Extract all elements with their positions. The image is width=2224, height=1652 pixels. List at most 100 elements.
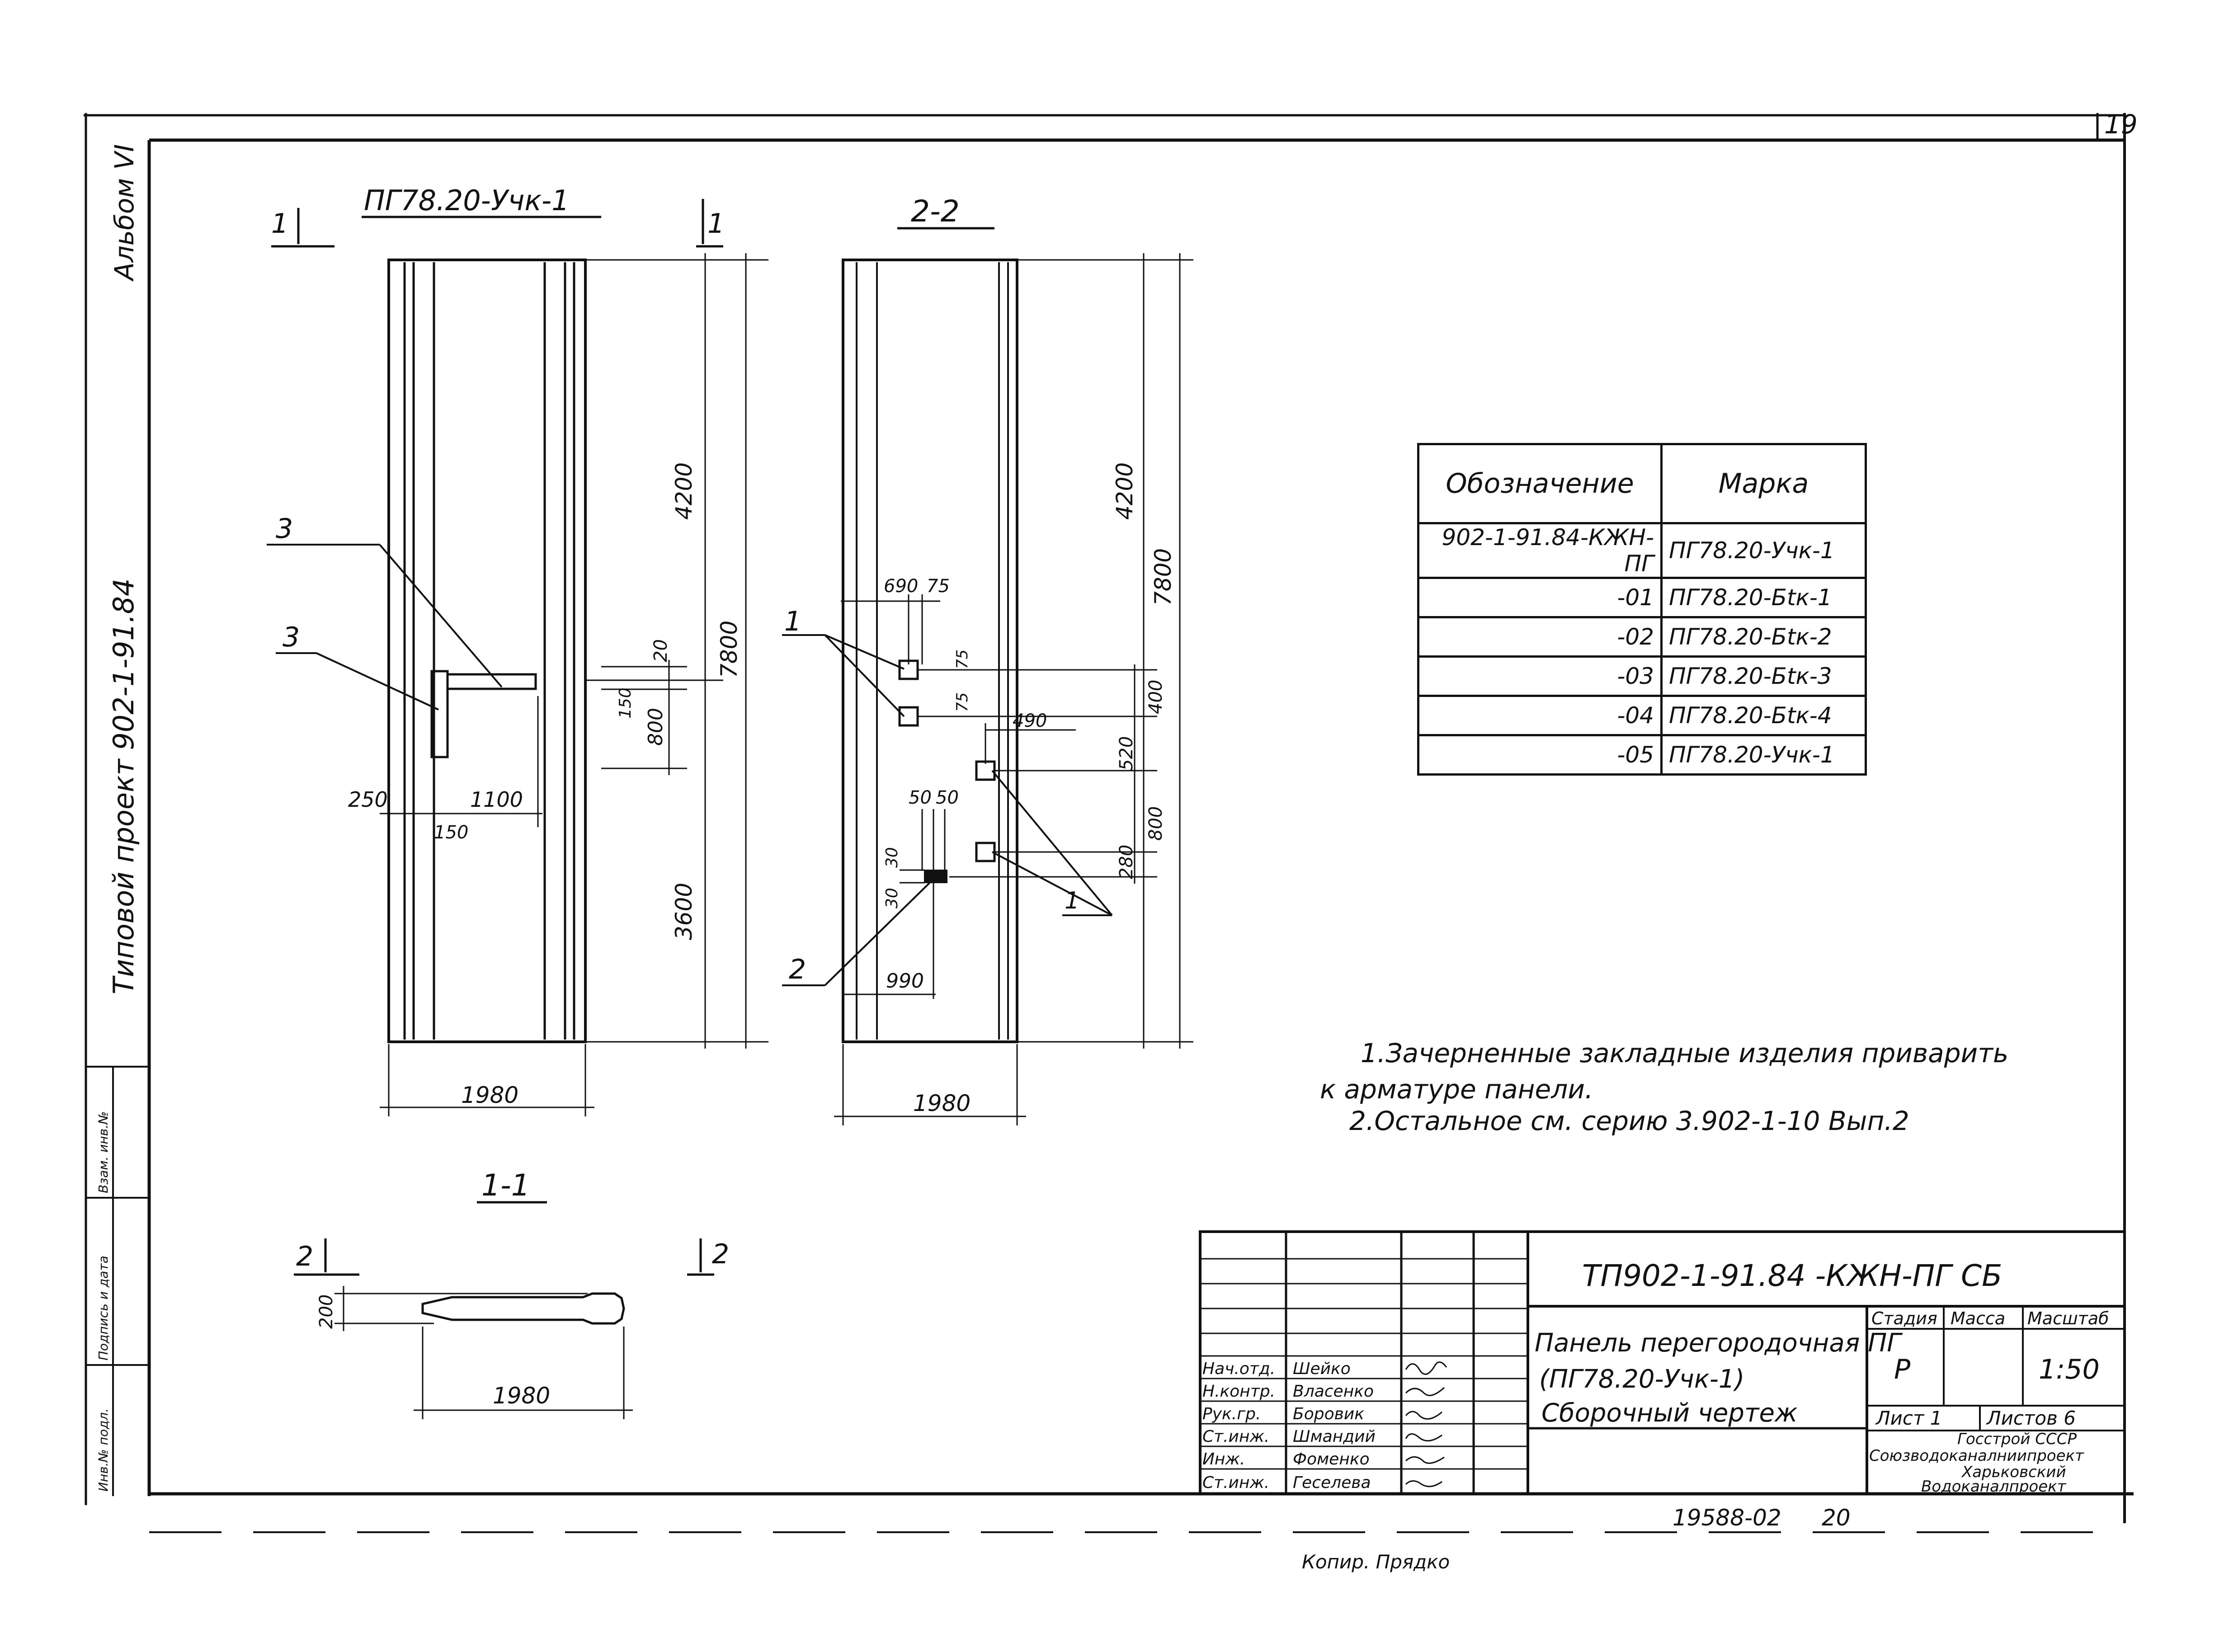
spec-mark: ПГ78.20-Учк-1 [1660, 734, 1867, 776]
table-row: 902-1-91.84-КЖН-ПГ ПГ78.20-Учк-1 [1417, 522, 1867, 579]
table-row: -05 ПГ78.20-Учк-1 [1417, 734, 1867, 776]
dim-side-50-left: 50 [909, 787, 932, 808]
org-line-1: Госстрой СССР [1957, 1430, 2077, 1448]
dim-side-520: 520 [1116, 736, 1137, 771]
spec-designation: -01 [1417, 577, 1663, 618]
dim-side-75-low: 75 [953, 692, 971, 712]
title-block-name-person-6: Геселева [1293, 1473, 1371, 1492]
dim-side-75-mid: 75 [953, 650, 971, 669]
dim-front-1980: 1980 [461, 1082, 518, 1108]
stage-value: Р [1894, 1354, 1911, 1385]
side-view [782, 227, 1193, 1125]
note-1-line-2: к арматуре панели. [1320, 1074, 1593, 1105]
dim-side-690: 690 [884, 576, 918, 597]
dim-front-150-horiz: 150 [434, 822, 468, 843]
front-callout-3-upper: 3 [276, 513, 293, 545]
spec-header-designation: Обозначение [1417, 443, 1663, 524]
spec-mark: ПГ78.20-Бtк-2 [1660, 616, 1867, 658]
title-block-name-1: Панель перегородочная ПГ [1535, 1328, 1903, 1358]
table-row: -01 ПГ78.20-Бtк-1 [1417, 577, 1867, 618]
dim-side-400: 400 [1145, 680, 1166, 714]
dim-front-4200: 4200 [671, 462, 697, 520]
title-block-name-person-1: Шейко [1293, 1360, 1351, 1378]
title-block-role-2: Н.контр. [1202, 1382, 1275, 1401]
side-callout-2: 2 [789, 954, 806, 985]
title-block [1199, 1230, 2126, 1495]
dim-side-800: 800 [1145, 806, 1166, 841]
mass-header: Масса [1951, 1308, 2005, 1328]
dim-side-990: 990 [886, 970, 924, 993]
dim-section-1980: 1980 [493, 1383, 550, 1409]
title-block-role-5: Инж. [1202, 1450, 1245, 1468]
front-view-title: ПГ78.20-Учк-1 [364, 184, 570, 217]
dim-front-150: 150 [616, 687, 635, 719]
spec-mark: ПГ78.20-Бtк-3 [1660, 655, 1867, 697]
signature-marks [1405, 1361, 1447, 1487]
title-block-role-3: Рук.гр. [1202, 1405, 1261, 1423]
org-line-2: Союзводоканалниипроект [1869, 1447, 2084, 1465]
title-block-name-2: (ПГ78.20-Учк-1) [1539, 1365, 1744, 1394]
title-block-role-4: Ст.инж. [1202, 1427, 1269, 1446]
spec-mark: ПГ78.20-Бtк-1 [1660, 577, 1867, 618]
spec-designation: 902-1-91.84-КЖН-ПГ [1417, 522, 1663, 579]
section-view [294, 1201, 714, 1419]
side-callout-1-top: 1 [784, 606, 801, 637]
title-block-role-1: Нач.отд. [1202, 1360, 1275, 1378]
dim-side-30-bottom: 30 [883, 888, 901, 908]
title-block-name-3: Сборочный чертеж [1541, 1398, 1797, 1428]
project-side-label: Типовой проект 902-1-91.84 [107, 579, 140, 994]
dim-side-280: 280 [1116, 845, 1137, 879]
front-section-mark-left: 1 [271, 208, 288, 240]
dim-side-490: 490 [1013, 711, 1047, 731]
dim-front-20: 20 [650, 639, 671, 662]
front-section-mark-right: 1 [707, 208, 725, 240]
note-2: 2.Остальное см. серию 3.902-1-10 Вып.2 [1349, 1106, 1909, 1136]
footer-number: 19588-02 [1673, 1505, 1781, 1531]
dim-section-200: 200 [316, 1294, 337, 1329]
side-callout-1-bottom: 1 [1065, 887, 1079, 914]
dim-front-250: 250 [348, 787, 388, 812]
sheet-number: Лист 1 [1875, 1407, 1942, 1429]
dim-side-75-top: 75 [927, 576, 950, 597]
spec-designation: -03 [1417, 655, 1663, 697]
sheets-count: Листов 6 [1986, 1407, 2076, 1429]
side-view-title: 2-2 [911, 194, 960, 229]
spec-header-mark: Марка [1660, 443, 1867, 524]
org-line-3: Харьковский [1961, 1463, 2066, 1481]
table-row: -03 ПГ78.20-Бtк-3 [1417, 655, 1867, 697]
dim-side-7800: 7800 [1150, 548, 1176, 606]
stage-header: Стадия [1871, 1308, 1937, 1328]
spec-designation: -02 [1417, 616, 1663, 658]
table-row: -02 ПГ78.20-Бtк-2 [1417, 616, 1867, 658]
spec-designation: -04 [1417, 695, 1663, 736]
title-block-role-6: Ст.инж. [1202, 1473, 1269, 1492]
dim-front-3600: 3600 [671, 883, 697, 940]
scale-header: Масштаб [2027, 1308, 2109, 1328]
stamp-label-signature: Подпись и дата [96, 1256, 111, 1360]
spec-designation: -05 [1417, 734, 1663, 776]
section-mark-left: 2 [296, 1241, 313, 1272]
dim-front-800: 800 [644, 708, 667, 746]
dim-front-7800: 7800 [716, 621, 742, 678]
title-block-name-person-4: Шмандий [1293, 1427, 1376, 1446]
footer-page: 20 [1822, 1505, 1851, 1531]
title-block-name-person-3: Боровик [1293, 1405, 1364, 1423]
section-view-title: 1-1 [481, 1168, 530, 1203]
spec-table-header: Обозначение Марка [1417, 443, 1867, 524]
dim-side-30-top: 30 [883, 847, 901, 868]
spec-mark: ПГ78.20-Бtк-4 [1660, 695, 1867, 736]
sheet-frame [84, 113, 2134, 1533]
copy-note: Копир. Прядко [1302, 1551, 1450, 1573]
stamp-label-replace: Взам. инв.№ [96, 1111, 111, 1193]
front-callout-3-lower: 3 [283, 621, 300, 653]
page-number: 19 [2104, 109, 2138, 140]
section-mark-right: 2 [712, 1238, 729, 1270]
title-block-name-person-2: Власенко [1293, 1382, 1374, 1401]
title-block-name-person-5: Фоменко [1293, 1450, 1370, 1468]
spec-table: Обозначение Марка 902-1-91.84-КЖН-ПГ ПГ7… [1417, 443, 1867, 776]
table-row: -04 ПГ78.20-Бtк-4 [1417, 695, 1867, 736]
stamp-label-inv: Инв.№ подл. [96, 1408, 111, 1492]
spec-mark: ПГ78.20-Учк-1 [1660, 522, 1867, 579]
note-1-line-1: 1.Зачерненные закладные изделия приварит… [1361, 1038, 2008, 1068]
